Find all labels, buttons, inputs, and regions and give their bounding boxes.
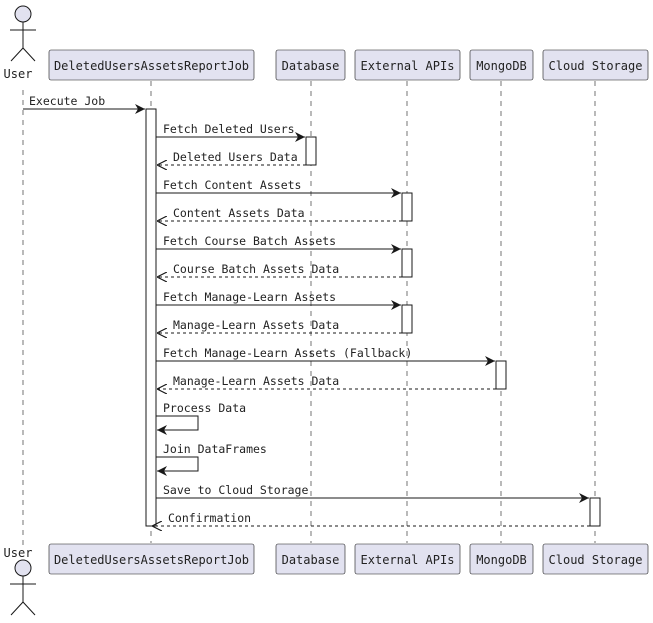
activation-mongodb xyxy=(495,360,507,390)
participant-mongodb-top: MongoDB xyxy=(469,49,534,81)
participant-database-bottom: Database xyxy=(275,543,346,575)
message-fetch-content-assets: Fetch Content Assets xyxy=(156,178,401,198)
message-label: Manage-Learn Assets Data xyxy=(173,374,339,388)
message-content-assets-data: Content Assets Data xyxy=(157,206,402,221)
message-join-dataframes: Join DataFrames xyxy=(156,442,267,476)
message-fetch-manage-learn-assets-fallback: Fetch Manage-Learn Assets (Fallback) xyxy=(156,346,495,366)
message-label: Fetch Deleted Users xyxy=(163,122,295,136)
activation-apis-3 xyxy=(401,304,413,334)
participant-label: MongoDB xyxy=(476,553,527,567)
participant-label: Cloud Storage xyxy=(549,59,643,73)
message-fetch-deleted-users: Fetch Deleted Users xyxy=(156,122,305,142)
message-manage-learn-assets-data-mongodb: Manage-Learn Assets Data xyxy=(157,374,496,389)
participant-external-apis-top: External APIs xyxy=(354,49,461,81)
participant-job-bottom: DeletedUsersAssetsReportJob xyxy=(48,543,255,575)
message-label: Fetch Manage-Learn Assets (Fallback) xyxy=(163,346,412,360)
message-label: Join DataFrames xyxy=(163,442,267,456)
message-deleted-users-data: Deleted Users Data xyxy=(157,150,306,165)
actor-label: User xyxy=(4,67,33,81)
activation-apis-1 xyxy=(401,192,413,222)
participant-database-top: Database xyxy=(275,49,346,81)
activations xyxy=(145,108,601,527)
participants-top: DeletedUsersAssetsReportJob Database Ext… xyxy=(48,49,649,81)
participant-external-apis-bottom: External APIs xyxy=(354,543,461,575)
participant-label: External APIs xyxy=(361,59,455,73)
message-manage-learn-assets-data: Manage-Learn Assets Data xyxy=(157,318,402,333)
actor-figure-icon xyxy=(10,5,36,62)
actor-user-top: User xyxy=(4,5,36,81)
participant-cloud-storage-bottom: Cloud Storage xyxy=(542,543,649,575)
activation-job xyxy=(145,108,157,527)
message-label: Execute Job xyxy=(29,94,105,108)
participant-label: MongoDB xyxy=(476,59,527,73)
participant-label: DeletedUsersAssetsReportJob xyxy=(54,553,249,567)
message-label: Content Assets Data xyxy=(173,206,305,220)
participant-label: Database xyxy=(282,59,340,73)
participant-mongodb-bottom: MongoDB xyxy=(469,543,534,575)
message-execute-job: Execute Job xyxy=(23,94,145,114)
message-save-to-cloud-storage: Save to Cloud Storage xyxy=(156,483,589,503)
message-label: Fetch Content Assets xyxy=(163,178,301,192)
message-label: Deleted Users Data xyxy=(173,150,298,164)
participant-label: External APIs xyxy=(361,553,455,567)
message-label: Fetch Manage-Learn Assets xyxy=(163,290,336,304)
message-label: Process Data xyxy=(163,401,246,415)
message-label: Fetch Course Batch Assets xyxy=(163,234,336,248)
message-course-batch-assets-data: Course Batch Assets Data xyxy=(157,262,402,277)
message-confirmation: Confirmation xyxy=(152,511,590,526)
participant-cloud-storage-top: Cloud Storage xyxy=(542,49,649,81)
activation-database xyxy=(305,136,317,166)
message-fetch-manage-learn-assets: Fetch Manage-Learn Assets xyxy=(156,290,401,310)
message-label: Confirmation xyxy=(168,511,251,525)
message-label: Manage-Learn Assets Data xyxy=(173,318,339,332)
message-fetch-course-batch-assets: Fetch Course Batch Assets xyxy=(156,234,401,254)
actor-user-bottom: User xyxy=(4,546,36,616)
message-process-data: Process Data xyxy=(156,401,246,435)
message-label: Course Batch Assets Data xyxy=(173,262,339,276)
activation-apis-2 xyxy=(401,248,413,278)
participant-label: Database xyxy=(282,553,340,567)
participants-bottom: DeletedUsersAssetsReportJob Database Ext… xyxy=(48,543,649,575)
actor-label: User xyxy=(4,546,33,560)
actor-figure-icon xyxy=(10,559,36,616)
messages: Execute Job Fetch Deleted Users Deleted … xyxy=(23,94,590,526)
message-label: Save to Cloud Storage xyxy=(163,483,308,497)
participant-job-top: DeletedUsersAssetsReportJob xyxy=(48,49,255,81)
participant-label: Cloud Storage xyxy=(549,553,643,567)
participant-label: DeletedUsersAssetsReportJob xyxy=(54,59,249,73)
activation-cloud xyxy=(589,497,601,527)
